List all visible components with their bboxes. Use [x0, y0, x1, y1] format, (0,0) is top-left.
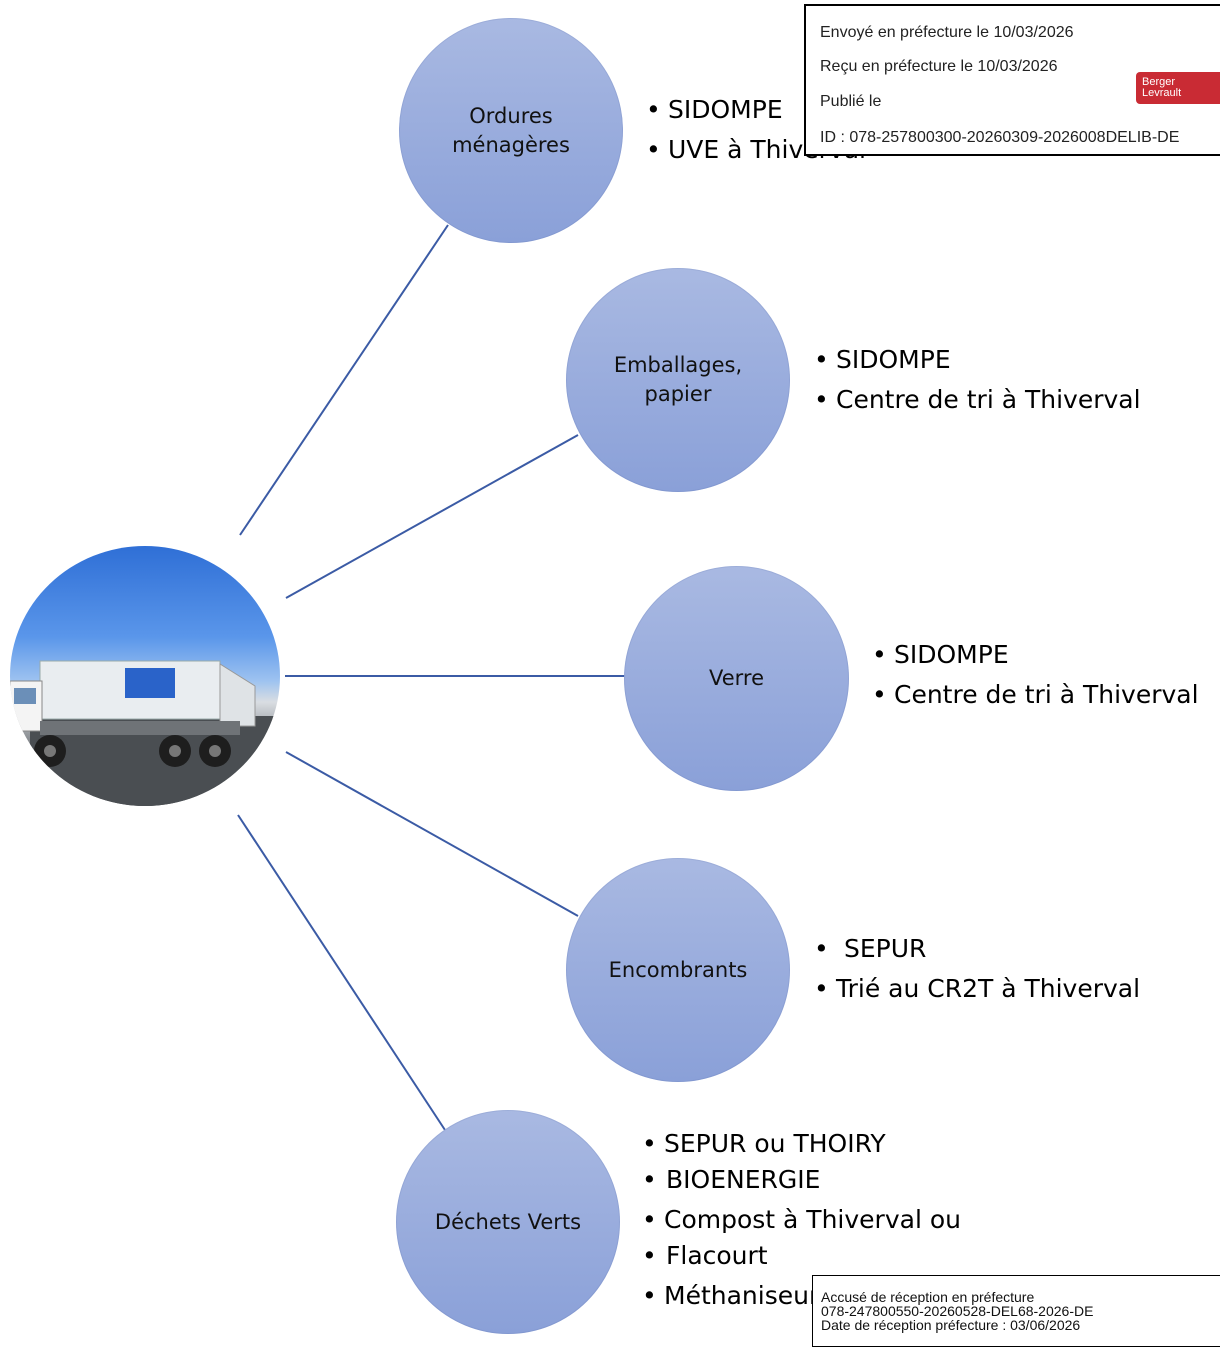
bullets-emballages: SIDOMPE Centre de tri à Thiverval — [814, 342, 1141, 418]
berger-levrault-logo: Berger Levrault — [1136, 72, 1220, 104]
logo-line: Levrault — [1142, 87, 1182, 99]
bullets-encombrants: SEPUR Trié au CR2T à Thiverval — [814, 931, 1140, 1007]
prefecture-stamp-bottom: Accusé de réception en préfecture 078-24… — [812, 1275, 1220, 1347]
link-encombrants — [285, 751, 579, 917]
node-label-line: Ordures — [469, 103, 553, 128]
bullet-item-continuation: BIOENERGIE — [642, 1162, 961, 1198]
node-label-line: Déchets Verts — [434, 1209, 582, 1234]
link-emballages — [285, 434, 579, 599]
bullet-item: Centre de tri à Thiverval — [814, 382, 1141, 418]
hub-truck-photo — [10, 546, 280, 806]
link-dechets-verts — [237, 814, 446, 1131]
stamp-ack: Accusé de réception en préfecture — [821, 1289, 1035, 1305]
stamp-ack-date: Date de réception préfecture : 03/06/202… — [821, 1317, 1081, 1333]
bullet-item: SIDOMPE — [646, 92, 866, 128]
stamp-received: Reçu en préfecture le 10/03/2026 — [820, 58, 1058, 75]
bullet-item-continuation: Flacourt — [642, 1238, 961, 1274]
node-emballages-papier: Emballages, papier — [566, 268, 790, 492]
bullet-item: Compost à Thiverval ou — [642, 1202, 961, 1238]
bullet-item: SEPUR — [814, 931, 1140, 967]
stamp-published: Publié le — [820, 93, 882, 110]
node-label-line: ménagères — [452, 132, 570, 157]
node-verre: Verre — [624, 566, 849, 791]
node-label-line: Verre — [708, 666, 764, 690]
node-dechets-verts: Déchets Verts — [396, 1110, 620, 1334]
stamp-ack-id: 078-247800550-20260528-DEL68-2026-DE — [821, 1303, 1094, 1319]
truck-icon — [10, 660, 280, 806]
stamp-id: ID : 078-257800300-20260309-2026008DELIB… — [820, 129, 1180, 146]
node-label-line: papier — [644, 382, 712, 406]
node-label-line: Encombrants — [608, 957, 748, 982]
logo-line: Berger — [1142, 76, 1176, 88]
node-ordures-menageres: Ordures ménagères — [399, 18, 623, 243]
bullet-item: SIDOMPE — [872, 637, 1199, 673]
link-ordures — [239, 224, 449, 536]
prefecture-stamp-top: Envoyé en préfecture le 10/03/2026 Reçu … — [804, 4, 1220, 156]
node-encombrants: Encombrants — [566, 858, 790, 1082]
stamp-sent: Envoyé en préfecture le 10/03/2026 — [820, 24, 1074, 41]
bullets-verre: SIDOMPE Centre de tri à Thiverval — [872, 637, 1199, 713]
bullet-item: Centre de tri à Thiverval — [872, 677, 1199, 713]
bullet-item: SEPUR ou THOIRY — [642, 1126, 961, 1162]
bullet-item: Trié au CR2T à Thiverval — [814, 971, 1140, 1007]
node-label-line: Emballages, — [613, 353, 743, 377]
bullet-item: SIDOMPE — [814, 342, 1141, 378]
